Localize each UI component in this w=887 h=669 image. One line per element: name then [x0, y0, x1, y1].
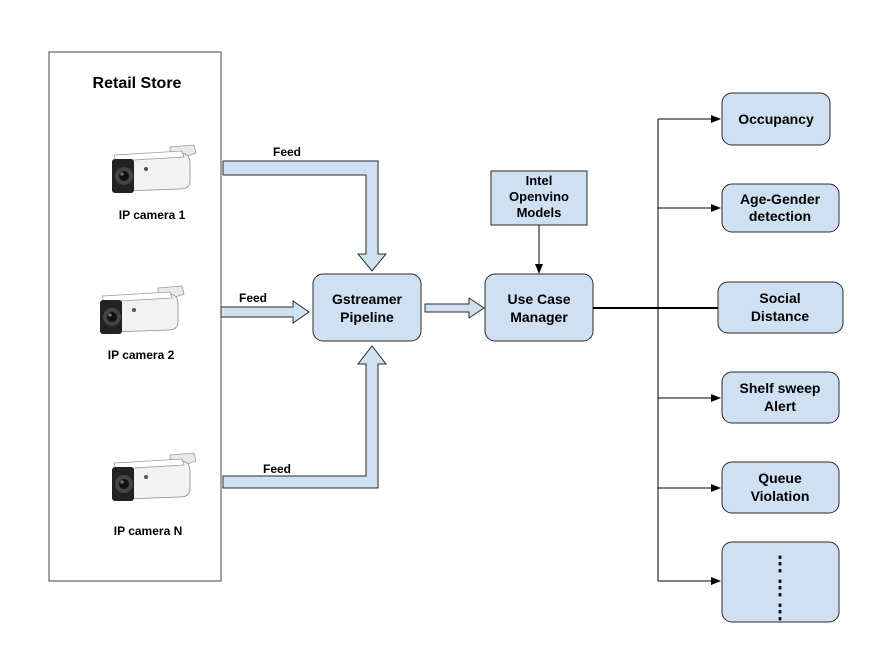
queue-violation-box — [721, 461, 840, 514]
camera-n-label: IP camera N — [114, 524, 183, 538]
age-gender-label-line2: detection — [749, 208, 811, 224]
manager-label-line1: Use Case — [507, 291, 570, 307]
gstreamer-pipeline-box — [312, 273, 422, 342]
feed-label-3: Feed — [263, 462, 291, 476]
feed-arrow-2 — [220, 300, 310, 324]
manager-label-line2: Manager — [510, 309, 568, 325]
occupancy-label: Occupancy — [738, 111, 814, 127]
queue-violation-label-line2: Violation — [751, 488, 810, 504]
retail-store-title: Retail Store — [93, 75, 182, 92]
pipeline-label-line1: Gstreamer — [332, 291, 403, 307]
vertical-ellipsis-icon: ⋮ — [770, 553, 790, 575]
pipeline-to-manager-arrow — [424, 297, 485, 319]
shelf-sweep-box — [721, 371, 840, 424]
shelf-sweep-label-line2: Alert — [764, 398, 796, 414]
models-label-line1: Intel — [526, 173, 553, 188]
models-label-line3: Models — [517, 205, 562, 220]
feed-arrow-3 — [222, 345, 388, 489]
models-label-line2: Openvino — [509, 189, 569, 204]
queue-violation-label-line1: Queue — [758, 470, 802, 486]
feed-label-2: Feed — [239, 291, 267, 305]
age-gender-label-line1: Age-Gender — [740, 191, 821, 207]
camera-1-label: IP camera 1 — [119, 208, 186, 222]
feed-arrow-1 — [222, 160, 388, 272]
social-distance-label-line2: Distance — [751, 308, 810, 324]
shelf-sweep-label-line1: Shelf sweep — [740, 380, 821, 396]
occupancy-box — [721, 92, 831, 146]
feed-label-1: Feed — [273, 145, 301, 159]
vertical-ellipsis-icon: ⋮ — [770, 601, 790, 623]
pipeline-label-line2: Pipeline — [340, 309, 394, 325]
social-distance-box — [717, 281, 844, 334]
vertical-ellipsis-icon: ⋮ — [770, 577, 790, 599]
openvino-models-box — [490, 170, 588, 226]
use-case-manager-box — [484, 273, 594, 342]
social-distance-label-line1: Social — [759, 290, 800, 306]
camera-2-label: IP camera 2 — [108, 348, 175, 362]
more-use-cases-box — [721, 541, 840, 623]
age-gender-box — [721, 183, 840, 233]
